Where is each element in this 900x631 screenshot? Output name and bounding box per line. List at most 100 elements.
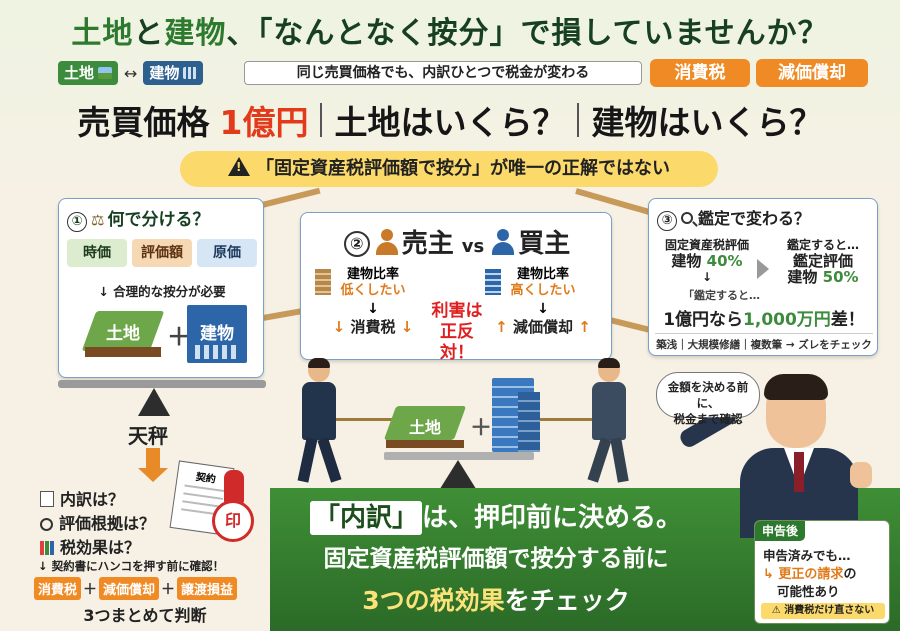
swap-arrow-icon: ↔ <box>124 63 138 83</box>
seller-result: 消費税 <box>350 318 396 336</box>
right-arrow-icon <box>757 259 769 279</box>
seller-line2: 低くしたい <box>340 283 406 298</box>
tax-chip-transfer: 譲渡損益 <box>177 577 238 600</box>
buyer-result: 減価償却 <box>512 318 573 336</box>
rope <box>326 418 402 421</box>
checklist: 内訳は？ 評価根拠は？ 税効果は？ ↓ 契約書にハンコを押す前に確認！ 消費税 … <box>30 482 264 631</box>
panel1-title-text: 何で分ける？ <box>107 210 210 230</box>
seller-building-icon <box>315 269 331 295</box>
building-tag: 建物 <box>143 61 204 85</box>
bubble-line2: 税金まで確認 <box>673 412 743 426</box>
scale-beam <box>58 380 266 388</box>
seller-leg <box>297 437 318 483</box>
warning-icon <box>228 157 250 176</box>
buyer-leg <box>587 437 612 483</box>
checklist-note: ↓ 契約書にハンコを押す前に確認！ <box>38 559 225 573</box>
appraisal-building: 建物 <box>787 268 818 286</box>
appraisal-pct: 50% <box>822 268 859 286</box>
land-building-tags: 土地 ↔ 建物 <box>58 60 204 86</box>
price-prefix: 売買価格 <box>77 103 210 142</box>
consultant-tie <box>794 452 804 492</box>
buyer-building-icon <box>485 269 501 295</box>
seller-position: 建物比率 低くしたい ↓ ↓ 消費税 ↓ <box>321 267 425 335</box>
cost-chip: 原価 <box>197 239 257 267</box>
buyer-position: 建物比率 高くしたい ↓ ↑ 減価償却 ↑ <box>491 267 595 335</box>
seller-label: 売主 <box>401 229 454 259</box>
vs-label: vs <box>461 236 485 257</box>
scale-icon: ⚖ <box>91 211 105 229</box>
appraisal-intro: 鑑定すると… <box>786 238 859 252</box>
down-arrow-icon: ↓ <box>367 301 379 317</box>
check-item: 内訳は？ <box>40 486 124 510</box>
result-arrow-icon: ↓ <box>400 318 414 336</box>
check-item-label: 税効果は？ <box>60 538 141 557</box>
land-tag: 土地 <box>58 61 119 85</box>
scene-scale-fulcrum <box>438 460 478 492</box>
checklist-summary: 3つまとめて判断 <box>83 606 207 625</box>
down-arrow-icon: ↓ <box>701 270 713 284</box>
conflict-label: 利害は 正反対！ <box>425 301 489 364</box>
tax-effects-row: 消費税 ＋ 減価償却 ＋ 譲渡損益 <box>34 577 238 600</box>
seller-leg <box>317 437 342 483</box>
market-value-chip: 時価 <box>67 239 127 267</box>
scene-building-side <box>518 392 540 452</box>
after-filing-line3: 可能性あり <box>777 584 840 599</box>
main-message-line2: 固定資産税評価額で按分する前に <box>323 546 669 572</box>
building-tile: 建物 <box>187 305 247 363</box>
correction-request: 更正の請求 <box>778 567 844 582</box>
assessment-building: 建物 <box>671 252 702 270</box>
appraisal-label: 鑑定評価 <box>792 252 853 270</box>
main-message-line1-rest: は、押印前に決める。 <box>422 503 683 533</box>
appraisal-note: 「鑑定すると… <box>683 289 760 302</box>
land-tile: 土地 <box>79 305 167 363</box>
main-message-line3: 3つの税効果をチェック <box>286 581 706 617</box>
headline: 土地と建物、「なんとなく按分」で損していませんか？ <box>0 8 900 52</box>
return-arrow-icon: ↳ <box>763 567 779 582</box>
headline-rest: 、「なんとなく按分」で損していませんか？ <box>226 16 829 51</box>
assessed-value-chip: 評価額 <box>132 239 192 267</box>
check-item-label: 評価根拠は？ <box>59 514 156 533</box>
headline-and: と <box>133 16 165 51</box>
buyer-body <box>592 382 626 440</box>
main-message-line3-rest: をチェック <box>504 586 630 615</box>
buyer-line2: 高くしたい <box>510 283 576 298</box>
result-arrow-icon: ↓ <box>332 318 346 336</box>
document-icon <box>40 491 54 507</box>
check-conditions: 築浅｜大規模修繕｜複数筆 → ズレをチェック <box>655 333 873 352</box>
seller-body <box>302 382 336 440</box>
buyer-hair <box>598 358 620 368</box>
depreciation-chip: 減価償却 <box>756 59 868 87</box>
after-filing-line2-suffix: の <box>843 567 857 582</box>
scene-land-tile: 土地 <box>380 406 470 450</box>
difference-suffix: 差！ <box>830 310 865 330</box>
headline-building: 建物 <box>164 16 227 51</box>
panel1-number: ① <box>67 212 87 232</box>
building-tile-label: 建物 <box>200 324 234 344</box>
result-arrow-icon: ↑ <box>578 318 591 336</box>
check-item-label: 内訳は？ <box>60 490 125 509</box>
after-filing-warning: ⚠ 消費税だけ直さない <box>761 603 885 619</box>
land-soil <box>85 347 161 357</box>
headline-land: 土地 <box>71 16 134 51</box>
warning-text: 「固定資産税評価額で按分」が唯一の正解ではない <box>256 158 670 179</box>
price-question-line: 売買価格 1億円 土地はいくら？ 建物はいくら？ <box>0 95 900 145</box>
building-icon <box>183 67 198 79</box>
seller-person-icon <box>375 229 398 255</box>
after-filing-box: 申告後 申告済みでも… ↳ 更正の請求の 可能性あり ⚠ 消費税だけ直さない <box>754 520 890 624</box>
land-question: 土地はいくら？ <box>334 103 566 142</box>
divider <box>320 103 323 137</box>
panel1-note: ↓ 合理的な按分が必要 <box>98 284 226 299</box>
consumption-tax-chip: 消費税 <box>650 59 750 87</box>
appraisal-ratio: 鑑定すると… 鑑定評価 建物 50% <box>773 237 873 285</box>
scene-land-label: 土地 <box>408 418 441 437</box>
check-item: 評価根拠は？ <box>40 510 155 534</box>
price-difference: 1億円なら1,000万円差！ <box>649 305 879 330</box>
panel1-title: ①⚖何で分ける？ <box>67 205 209 232</box>
land-tag-label: 土地 <box>64 64 95 82</box>
tax-effects-highlight: 3つの税効果 <box>362 586 505 615</box>
conflict-line2: 正反対！ <box>440 322 474 363</box>
